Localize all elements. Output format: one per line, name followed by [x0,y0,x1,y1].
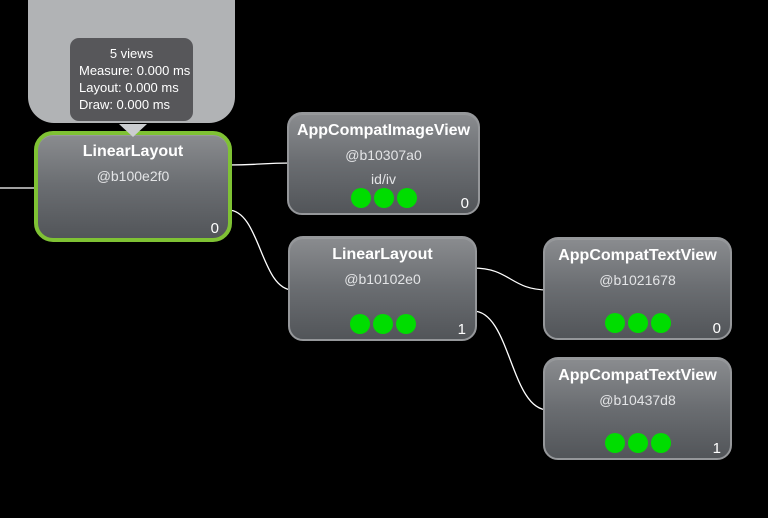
view-node-linearlayout-b100e2f0[interactable]: LinearLayout @b100e2f0 0 [34,131,232,242]
perf-dot-icon [650,313,671,333]
view-node-appcompattextview-b1021678[interactable]: AppCompatTextView @b1021678 0 [543,237,732,340]
edge-line [227,162,293,166]
perf-dot-icon [604,433,625,453]
perf-dot-icon [373,188,394,208]
node-perf-dots [289,188,478,208]
node-view-id: id/iv [371,171,396,187]
tooltip-draw-time: Draw: 0.000 ms [79,97,171,112]
perf-dot-icon [627,313,648,333]
node-perf-dots [545,313,730,333]
node-title: AppCompatImageView [296,122,471,139]
view-node-linearlayout-b10102e0[interactable]: LinearLayout @b10102e0 1 [288,236,477,341]
node-title: AppCompatTextView [558,367,717,384]
profile-tooltip: 5 views Measure: 0.000 ms Layout: 0.000 … [70,38,193,121]
node-child-index: 0 [712,320,721,337]
tooltip-arrow-icon [119,124,147,137]
tooltip-measure-time: Measure: 0.000 ms [79,63,191,78]
edge-line [472,310,549,411]
perf-dot-icon [627,433,648,453]
edge-line [472,267,549,291]
perf-dot-icon [395,314,416,334]
node-title: LinearLayout [332,246,433,263]
tooltip-views-count: 5 views [109,46,154,61]
tooltip-layout-time: Layout: 0.000 ms [79,80,179,95]
view-node-appcompattextview-b10437d8[interactable]: AppCompatTextView @b10437d8 1 [543,357,732,460]
perf-dot-icon [396,188,417,208]
view-node-appcompatimageview-b10307a0[interactable]: AppCompatImageView @b10307a0 id/iv 0 [287,112,480,215]
perf-dot-icon [650,433,671,453]
perf-dot-icon [349,314,370,334]
node-address: @b10307a0 [345,147,422,163]
node-address: @b1021678 [599,272,676,288]
node-child-index: 0 [460,195,469,212]
node-child-index: 1 [457,321,466,338]
node-title: LinearLayout [82,143,184,160]
node-title: AppCompatTextView [558,247,717,264]
node-address: @b10102e0 [344,271,421,287]
node-perf-dots [290,314,475,334]
node-child-index: 0 [210,220,219,237]
perf-dot-icon [604,313,625,333]
node-child-index: 1 [712,440,721,457]
node-address: @b100e2f0 [96,168,170,184]
edge-line [227,209,294,291]
node-perf-dots [545,433,730,453]
perf-dot-icon [372,314,393,334]
node-address: @b10437d8 [599,392,676,408]
perf-dot-icon [350,188,371,208]
